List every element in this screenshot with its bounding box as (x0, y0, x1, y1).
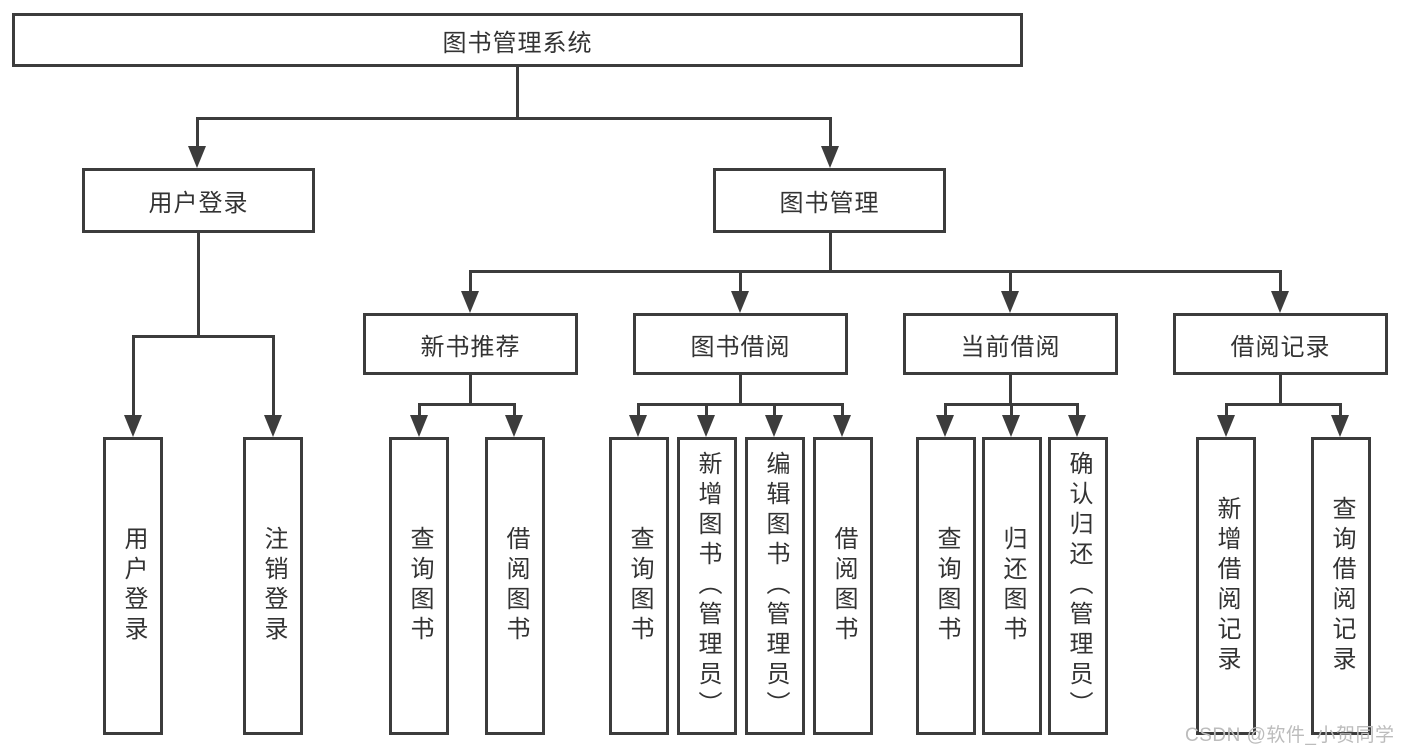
connector-line (637, 406, 640, 417)
leaf-label: 查询图书 (406, 526, 433, 646)
connector-line (1279, 273, 1282, 293)
csdn-watermark: CSDN @软件_小贺同学 (1185, 725, 1395, 746)
arrow-down-icon (936, 415, 954, 437)
node-new-book-recommend: 新书推荐 (363, 313, 578, 375)
arrow-down-icon (697, 415, 715, 437)
arrow-down-icon (1331, 415, 1349, 437)
arrow-down-icon (731, 291, 749, 313)
node-library-management-system: 图书管理系统 (12, 13, 1023, 67)
arrow-down-icon (461, 291, 479, 313)
leaf-label: 编辑图书（管理员） (762, 451, 789, 721)
node-user-login: 用户登录 (82, 168, 315, 233)
node-label: 新书推荐 (420, 333, 521, 361)
connector-line (944, 406, 947, 417)
arrow-down-icon (833, 415, 851, 437)
connector-line (1010, 406, 1013, 417)
arrow-down-icon (1068, 415, 1086, 437)
connector-line (773, 406, 776, 417)
connector-line (1225, 403, 1342, 406)
connector-line (841, 406, 844, 417)
leaf-query-books-recommend: 查询图书 (389, 437, 449, 735)
connector-line (418, 403, 516, 406)
arrow-down-icon (505, 415, 523, 437)
leaf-return-books: 归还图书 (982, 437, 1042, 735)
leaf-label: 查询借阅记录 (1328, 496, 1355, 676)
node-label: 图书管理 (779, 190, 880, 217)
leaf-label: 确认归还（管理员） (1065, 451, 1092, 721)
leaf-query-books-borrowing: 查询图书 (609, 437, 669, 735)
connector-line (829, 120, 832, 148)
leaf-label: 查询图书 (626, 526, 653, 646)
connector-line (132, 338, 135, 417)
leaf-label: 归还图书 (999, 526, 1026, 646)
node-book-management: 图书管理 (713, 168, 946, 233)
connector-line (829, 233, 832, 273)
leaf-borrow-books: 借阅图书 (813, 437, 873, 735)
node-book-borrowing: 图书借阅 (633, 313, 848, 375)
node-label: 图书借阅 (690, 333, 791, 361)
arrow-down-icon (1271, 291, 1289, 313)
arrow-down-icon (821, 146, 839, 168)
arrow-down-icon (1002, 415, 1020, 437)
connector-line (1009, 375, 1012, 406)
connector-line (705, 406, 708, 417)
connector-line (1076, 406, 1079, 417)
leaf-label: 注销登录 (260, 526, 287, 646)
leaf-label: 借阅图书 (830, 526, 857, 646)
connector-line (272, 338, 275, 417)
leaf-label: 用户登录 (120, 526, 147, 646)
connector-line (469, 273, 472, 293)
leaf-label: 新增图书（管理员） (694, 451, 721, 721)
leaf-user-login: 用户登录 (103, 437, 163, 735)
connector-line (469, 375, 472, 406)
connector-line (132, 335, 275, 338)
connector-line (1009, 273, 1012, 293)
leaf-confirm-return-admin: 确认归还（管理员） (1048, 437, 1108, 735)
arrow-down-icon (264, 415, 282, 437)
leaf-label: 新增借阅记录 (1213, 496, 1240, 676)
node-label: 图书管理系统 (442, 29, 593, 57)
leaf-borrow-books-recommend: 借阅图书 (485, 437, 545, 735)
node-borrowing-records: 借阅记录 (1173, 313, 1388, 375)
leaf-add-books-admin: 新增图书（管理员） (677, 437, 737, 735)
connector-line (944, 403, 1079, 406)
arrow-down-icon (629, 415, 647, 437)
arrow-down-icon (410, 415, 428, 437)
connector-line (516, 67, 519, 120)
arrow-down-icon (124, 415, 142, 437)
arrow-down-icon (1001, 291, 1019, 313)
leaf-edit-books-admin: 编辑图书（管理员） (745, 437, 805, 735)
connector-line (513, 406, 516, 417)
connector-line (739, 273, 742, 293)
arrow-down-icon (765, 415, 783, 437)
connector-line (418, 406, 421, 417)
arrow-down-icon (188, 146, 206, 168)
connector-line (196, 117, 832, 120)
node-label: 用户登录 (148, 190, 249, 217)
leaf-label: 借阅图书 (502, 526, 529, 646)
connector-line (1225, 406, 1228, 417)
leaf-query-borrow-record: 查询借阅记录 (1311, 437, 1371, 735)
node-label: 借阅记录 (1230, 333, 1331, 361)
leaf-query-books-current: 查询图书 (916, 437, 976, 735)
connector-line (469, 270, 1282, 273)
node-current-borrowing: 当前借阅 (903, 313, 1118, 375)
arrow-down-icon (1217, 415, 1235, 437)
leaf-logout-login: 注销登录 (243, 437, 303, 735)
connector-line (1339, 406, 1342, 417)
leaf-label: 查询图书 (933, 526, 960, 646)
connector-line (1279, 375, 1282, 406)
connector-line (196, 120, 199, 148)
connector-line (637, 403, 844, 406)
leaf-add-borrow-record: 新增借阅记录 (1196, 437, 1256, 735)
node-label: 当前借阅 (960, 333, 1061, 361)
connector-line (739, 375, 742, 406)
connector-line (197, 233, 200, 338)
